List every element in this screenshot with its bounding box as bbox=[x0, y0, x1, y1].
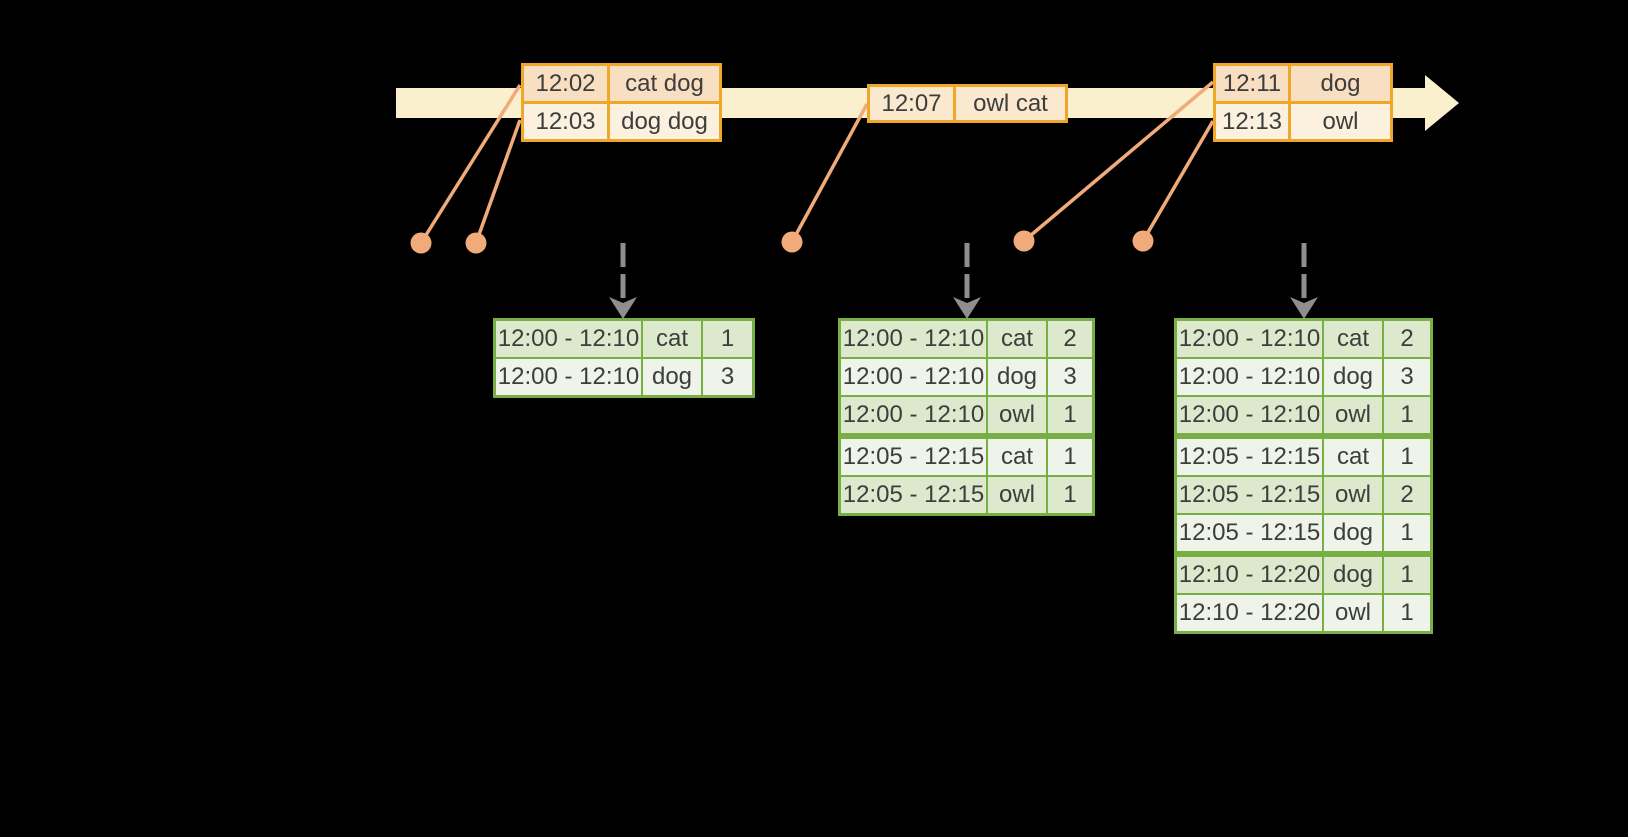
window-cell: 12:00 - 12:10 bbox=[1177, 359, 1322, 395]
table-row: 12:05 - 12:15 owl 1 bbox=[841, 477, 1092, 513]
word-cell: cat bbox=[1324, 439, 1382, 475]
trigger-arrowhead-icon bbox=[1290, 297, 1318, 319]
count-cell: 1 bbox=[1048, 477, 1092, 513]
event-words-cell: dog bbox=[1291, 66, 1390, 101]
count-cell: 3 bbox=[703, 359, 752, 395]
word-cell: dog bbox=[988, 359, 1046, 395]
window-cell: 12:00 - 12:10 bbox=[841, 359, 986, 395]
count-cell: 3 bbox=[1048, 359, 1092, 395]
word-cell: owl bbox=[1324, 595, 1382, 631]
result-table-1: 12:00 - 12:10 cat 1 12:00 - 12:10 dog 3 bbox=[493, 318, 755, 398]
table-row: 12:00 - 12:10 dog 3 bbox=[496, 359, 752, 395]
event-time-cell: 12:07 bbox=[870, 87, 953, 120]
word-cell: cat bbox=[1324, 321, 1382, 357]
event-table-3: 12:11 dog 12:13 owl bbox=[1213, 63, 1393, 142]
event-connector-line bbox=[1022, 80, 1215, 243]
table-row: 12:05 - 12:15 cat 1 bbox=[841, 439, 1092, 475]
table-row: 12:00 - 12:10 dog 3 bbox=[1177, 359, 1430, 395]
timeline-arrowhead-icon bbox=[1425, 75, 1459, 131]
word-cell: cat bbox=[988, 439, 1046, 475]
word-cell: owl bbox=[988, 397, 1046, 433]
table-row: 12:10 - 12:20 dog 1 bbox=[1177, 557, 1430, 593]
count-cell: 1 bbox=[1384, 397, 1430, 433]
window-cell: 12:00 - 12:10 bbox=[1177, 397, 1322, 433]
window-cell: 12:00 - 12:10 bbox=[1177, 321, 1322, 357]
event-connector-line bbox=[419, 84, 522, 244]
event-dot bbox=[410, 232, 432, 254]
event-words-cell: owl bbox=[1291, 104, 1390, 139]
window-cell: 12:05 - 12:15 bbox=[841, 439, 986, 475]
window-cell: 12:05 - 12:15 bbox=[1177, 439, 1322, 475]
table-row: 12:05 - 12:15 owl 2 bbox=[1177, 477, 1430, 513]
event-dot bbox=[465, 232, 487, 254]
table-row: 12:05 - 12:15 cat 1 bbox=[1177, 439, 1430, 475]
event-words-cell: owl cat bbox=[956, 87, 1065, 120]
window-cell: 12:05 - 12:15 bbox=[1177, 477, 1322, 513]
event-connector-line bbox=[474, 119, 522, 244]
event-words-cell: cat dog bbox=[610, 66, 719, 101]
table-row: 12:00 - 12:10 owl 1 bbox=[1177, 397, 1430, 433]
count-cell: 1 bbox=[1048, 397, 1092, 433]
word-cell: dog bbox=[1324, 515, 1382, 551]
word-cell: owl bbox=[1324, 397, 1382, 433]
event-dot bbox=[1013, 230, 1035, 252]
table-row: 12:00 - 12:10 cat 2 bbox=[1177, 321, 1430, 357]
word-cell: owl bbox=[1324, 477, 1382, 513]
table-row: 12:05 - 12:15 dog 1 bbox=[1177, 515, 1430, 551]
word-cell: owl bbox=[988, 477, 1046, 513]
count-cell: 1 bbox=[1048, 439, 1092, 475]
table-row: 12:00 - 12:10 cat 2 bbox=[841, 321, 1092, 357]
event-time-cell: 12:02 bbox=[524, 66, 607, 101]
word-cell: cat bbox=[988, 321, 1046, 357]
word-cell: cat bbox=[643, 321, 701, 357]
table-row: 12:00 - 12:10 dog 3 bbox=[841, 359, 1092, 395]
word-cell: dog bbox=[1324, 359, 1382, 395]
word-cell: dog bbox=[643, 359, 701, 395]
count-cell: 1 bbox=[1384, 595, 1430, 631]
result-table-2: 12:00 - 12:10 cat 2 12:00 - 12:10 dog 3 … bbox=[838, 318, 1095, 516]
event-time-cell: 12:11 bbox=[1216, 66, 1288, 101]
event-table-2: 12:07 owl cat bbox=[867, 84, 1068, 123]
event-table-1: 12:02 cat dog 12:03 dog dog bbox=[521, 63, 722, 142]
event-dot bbox=[781, 231, 803, 253]
count-cell: 1 bbox=[703, 321, 752, 357]
event-words-cell: dog dog bbox=[610, 104, 719, 139]
count-cell: 1 bbox=[1384, 439, 1430, 475]
window-cell: 12:05 - 12:15 bbox=[841, 477, 986, 513]
window-cell: 12:00 - 12:10 bbox=[841, 397, 986, 433]
count-cell: 2 bbox=[1384, 321, 1430, 357]
count-cell: 2 bbox=[1048, 321, 1092, 357]
count-cell: 1 bbox=[1384, 557, 1430, 593]
word-cell: dog bbox=[1324, 557, 1382, 593]
event-time-cell: 12:03 bbox=[524, 104, 607, 139]
window-cell: 12:00 - 12:10 bbox=[496, 321, 641, 357]
event-dot bbox=[1132, 230, 1154, 252]
window-cell: 12:10 - 12:20 bbox=[1177, 557, 1322, 593]
table-row: 12:10 - 12:20 owl 1 bbox=[1177, 595, 1430, 631]
trigger-arrowhead-icon bbox=[609, 297, 637, 319]
trigger-arrowhead-icon bbox=[953, 297, 981, 319]
count-cell: 1 bbox=[1384, 515, 1430, 551]
window-cell: 12:00 - 12:10 bbox=[496, 359, 641, 395]
table-row: 12:00 - 12:10 cat 1 bbox=[496, 321, 752, 357]
event-connector-line bbox=[1141, 120, 1215, 242]
window-cell: 12:05 - 12:15 bbox=[1177, 515, 1322, 551]
count-cell: 2 bbox=[1384, 477, 1430, 513]
event-connector-line bbox=[790, 103, 869, 243]
event-time-cell: 12:13 bbox=[1216, 104, 1288, 139]
window-cell: 12:10 - 12:20 bbox=[1177, 595, 1322, 631]
result-table-3: 12:00 - 12:10 cat 2 12:00 - 12:10 dog 3 … bbox=[1174, 318, 1433, 634]
window-cell: 12:00 - 12:10 bbox=[841, 321, 986, 357]
count-cell: 3 bbox=[1384, 359, 1430, 395]
table-row: 12:00 - 12:10 owl 1 bbox=[841, 397, 1092, 433]
